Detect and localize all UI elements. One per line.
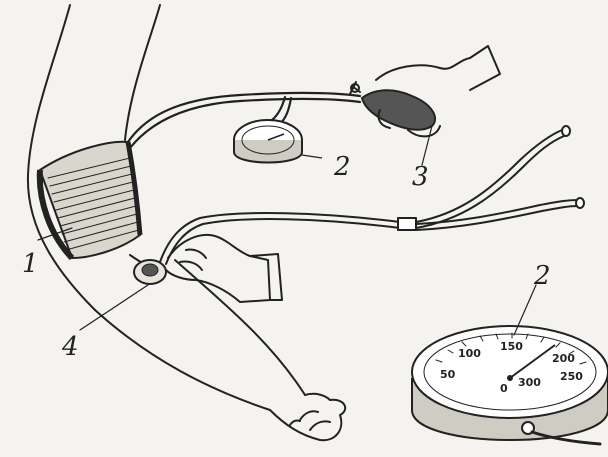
stethoscope-head bbox=[134, 260, 166, 284]
label-bulb: 3 bbox=[412, 162, 429, 192]
dial-tick: 200 bbox=[552, 352, 575, 365]
dial-tick: 100 bbox=[458, 347, 481, 360]
dial-tick: 150 bbox=[500, 340, 523, 353]
dial-tick: 250 bbox=[560, 370, 583, 383]
label-stethoscope-head: 4 bbox=[61, 332, 79, 362]
dial-tick: 0 bbox=[500, 382, 508, 395]
label-gauge-large: 2 bbox=[533, 261, 551, 291]
label-gauge-small: 2 bbox=[333, 152, 351, 182]
dial-tick: 300 bbox=[518, 376, 541, 389]
dial-tick: 50 bbox=[440, 368, 456, 381]
gauge-large: 100 150 200 50 0 300 250 bbox=[412, 326, 608, 444]
label-cuff: 1 bbox=[22, 249, 39, 279]
